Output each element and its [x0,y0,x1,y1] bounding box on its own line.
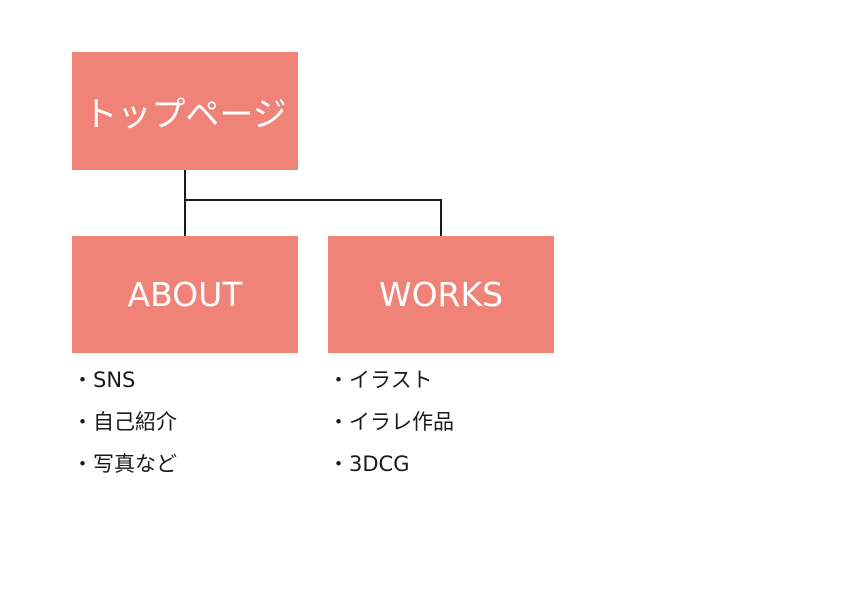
connector-horizontal [184,199,442,201]
about-node: ABOUT [72,236,298,353]
list-item: ・イラスト [328,368,433,392]
connector-vertical-top [184,170,186,236]
works-node: WORKS [328,236,554,353]
about-item-list: ・SNS ・自己紹介 ・写真など [72,359,177,485]
connector-vertical-works [440,199,442,236]
list-item: ・自己紹介 [72,410,177,434]
top-page-node: トップページ [72,52,298,170]
works-label: WORKS [378,275,504,314]
list-item: ・SNS [72,368,136,392]
list-item: ・写真など [72,452,177,476]
list-item: ・3DCG [328,452,410,476]
about-label: ABOUT [127,275,243,314]
works-item-list: ・イラスト ・イラレ作品 ・3DCG [328,359,454,485]
list-item: ・イラレ作品 [328,410,454,434]
top-page-label: トップページ [83,94,287,135]
